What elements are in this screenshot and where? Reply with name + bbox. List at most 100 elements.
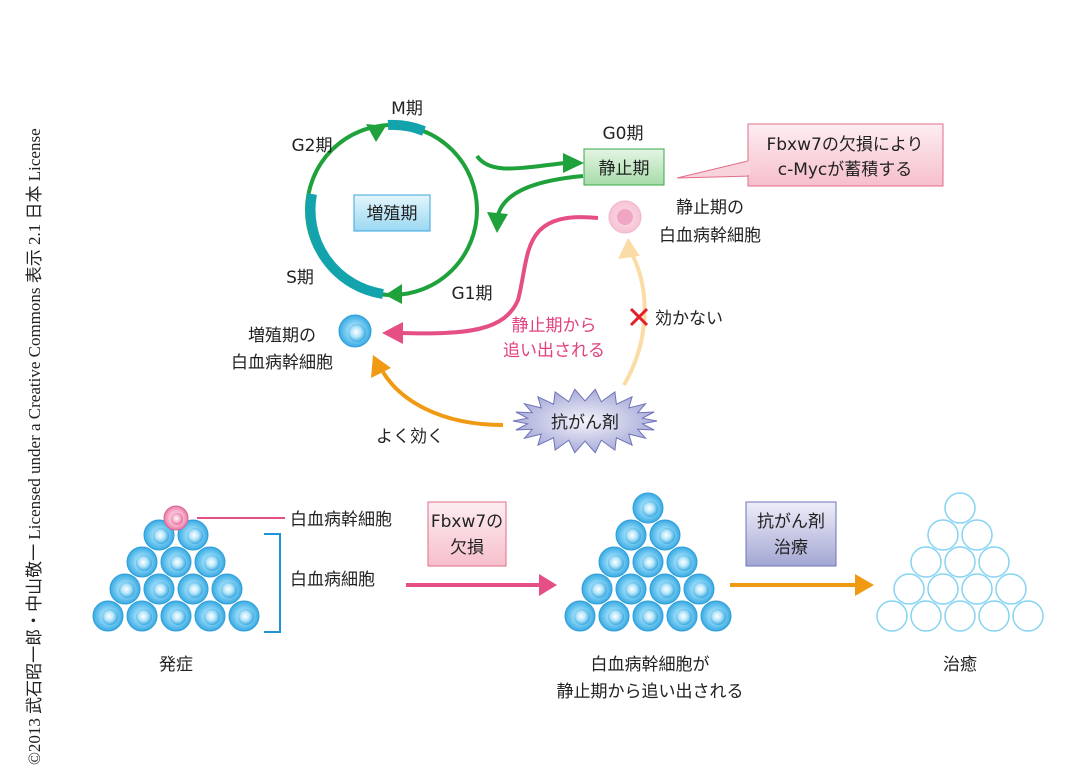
leukemia-cell-label: 白血病細胞: [290, 570, 375, 590]
cell-nucleus: [642, 609, 658, 625]
cleared-cell: [944, 546, 976, 578]
from-g0-arrow: [496, 174, 584, 216]
cleared-cell: [995, 573, 1027, 605]
drug-box-line-2: 治療: [774, 538, 808, 558]
cell-nucleus: [136, 609, 152, 625]
cured-pyramid: [876, 492, 1044, 632]
m-phase-label: M期: [391, 99, 423, 119]
cleared-cell: [961, 573, 993, 605]
proliferating-cell-label-2: 白血病幹細胞: [231, 352, 333, 373]
g2-arrowhead: [366, 124, 386, 142]
g1-phase-label: G1期: [452, 284, 493, 304]
cell-nucleus: [676, 555, 692, 571]
cleared-cell: [910, 600, 942, 632]
cleared-cell: [927, 573, 959, 605]
effective-arrow: [381, 370, 504, 427]
quiescent-phase-box: [583, 148, 665, 186]
g1-arrowhead: [385, 284, 402, 304]
cell-nucleus: [642, 501, 658, 517]
quiescent-phase-label: 静止期: [599, 159, 650, 179]
g0-phase-label: G0期: [603, 124, 644, 144]
cured-caption: 治癒: [943, 655, 977, 675]
cell-nucleus: [642, 555, 658, 571]
cell-nucleus: [608, 609, 624, 625]
cell-nucleus: [187, 582, 203, 598]
cell-nucleus: [591, 582, 607, 598]
ineffective-arrow: [622, 253, 647, 386]
effective-arrowhead: [371, 355, 391, 378]
cell-nucleus: [153, 582, 169, 598]
cleared-cell: [927, 519, 959, 551]
expelled-caption-1: 白血病幹細胞が: [591, 654, 710, 675]
proliferation-phase-label: 増殖期: [367, 204, 418, 224]
expelled-pyramid: [564, 492, 732, 632]
to-g0-arrow: [475, 154, 566, 171]
callout-line-1: Fbxw7の欠損により: [766, 135, 923, 155]
cleared-cell: [978, 600, 1010, 632]
quiescent-cell-label-1: 静止期の: [676, 198, 744, 218]
fbxw7-arrowhead: [539, 574, 557, 596]
fbxw7-deletion-box: [427, 501, 507, 567]
cleared-cell: [961, 519, 993, 551]
cell-nucleus: [574, 609, 590, 625]
fbxw7-box-line-2: 欠損: [450, 538, 484, 558]
cleared-cell: [876, 600, 908, 632]
cleared-cell: [910, 546, 942, 578]
cell-cycle: 増殖期 M期 G2期 S期 G1期: [286, 99, 493, 304]
cell-nucleus: [136, 555, 152, 571]
expelled-arrow: [399, 215, 599, 336]
drug-treatment-box: [745, 501, 837, 567]
cleared-cell: [893, 573, 925, 605]
cleared-cell: [944, 492, 976, 524]
fbxw7-box-line-1: Fbxw7の: [431, 512, 503, 532]
cleared-cell: [1012, 600, 1044, 632]
treatment-arrowhead: [855, 574, 874, 596]
cell-nucleus: [238, 609, 254, 625]
onset-pyramid: [92, 519, 260, 632]
cell-nucleus: [676, 609, 692, 625]
cell-nucleus: [221, 582, 237, 598]
expelled-label-1: 静止期から: [512, 316, 597, 336]
from-g0-arrowhead: [487, 212, 508, 233]
cell-nucleus: [625, 582, 641, 598]
cell-nucleus: [608, 555, 624, 571]
ineffective-arrowhead: [618, 238, 640, 259]
effective-label: よく効く: [376, 427, 444, 447]
stem-cell-label: 白血病幹細胞: [290, 509, 392, 530]
quiescent-cell-label-2: 白血病幹細胞: [659, 225, 761, 246]
cleared-cell: [944, 600, 976, 632]
m-phase-segment: [387, 119, 426, 136]
copyright-credit: ©2013 武石昭一郎・中山敬一 Licensed under a Creati…: [25, 128, 44, 765]
drug-box-line-1: 抗がん剤: [757, 512, 825, 532]
s-phase-segment: [305, 193, 384, 299]
proliferating-cell-label-1: 増殖期の: [248, 326, 316, 346]
to-g0-arrowhead: [563, 153, 584, 173]
cell-nucleus: [659, 528, 675, 544]
cell-nucleus: [102, 609, 118, 625]
expelled-caption-2: 静止期から追い出される: [557, 682, 744, 702]
s-phase-label: S期: [286, 268, 314, 288]
expelled-label-2: 追い出される: [503, 341, 605, 361]
g2-phase-label: G2期: [292, 136, 333, 156]
anticancer-drug-starburst: [512, 388, 658, 454]
cell-nucleus: [119, 582, 135, 598]
cell-nucleus: [204, 555, 220, 571]
cell-nucleus: [693, 582, 709, 598]
proliferation-phase-box: [353, 194, 431, 232]
cell-nucleus: [710, 609, 726, 625]
cell-nucleus: [170, 609, 186, 625]
expelled-arrowhead: [382, 322, 403, 344]
callout-tail: [676, 159, 753, 179]
cell-nucleus: [625, 528, 641, 544]
cleared-cell: [978, 546, 1010, 578]
cell-nucleus: [187, 528, 203, 544]
cell-nucleus: [204, 609, 220, 625]
callout-line-2: c-Mycが蓄積する: [778, 160, 913, 180]
cell-nucleus: [659, 582, 675, 598]
cell-nucleus: [153, 528, 169, 544]
cross-icon: [629, 307, 649, 327]
drug-label: 抗がん剤: [551, 413, 619, 433]
leukemia-cell-bracket: [264, 533, 281, 633]
callout-box: [747, 123, 944, 187]
